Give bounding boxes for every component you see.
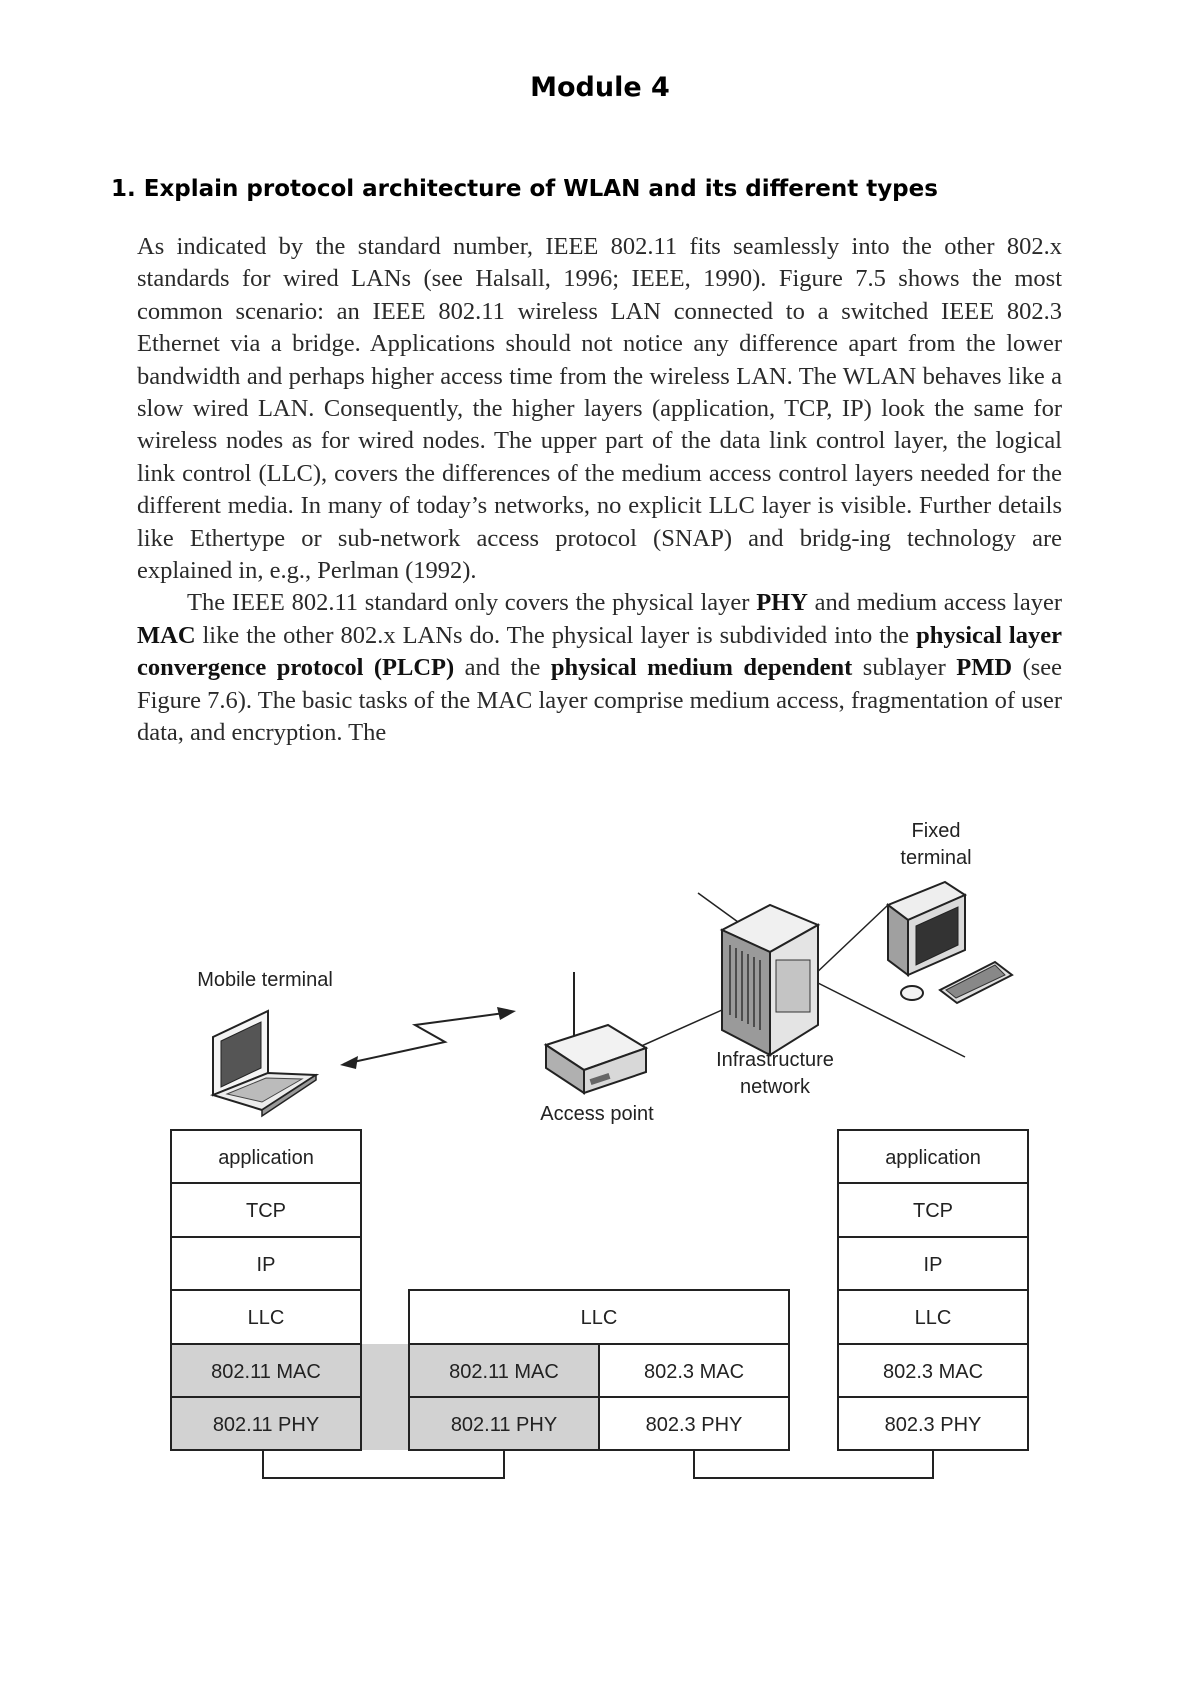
fixed-layer-phy: 802.3 PHY: [885, 1414, 982, 1436]
infrastructure-label-line1: Infrastructure: [716, 1049, 834, 1071]
mobile-terminal-label: Mobile terminal: [197, 969, 333, 991]
infrastructure-line-right: [817, 982, 966, 1058]
mobile-layer-phy: 802.11 PHY: [213, 1414, 319, 1436]
infrastructure-line-left: [697, 892, 739, 923]
fixed-layer-llc: LLC: [915, 1307, 952, 1329]
mobile-layer-tcp: TCP: [246, 1200, 286, 1222]
paragraph-1: As indicated by the standard number, IEE…: [137, 233, 1062, 585]
wireless-physical-link: [262, 1450, 505, 1479]
desktop-computer-icon: [885, 880, 1014, 1005]
mobile-layer-application: application: [218, 1147, 314, 1169]
ap-layer-mac-wired: 802.3 MAC: [644, 1361, 744, 1383]
infrastructure-to-fixed-line: [811, 904, 889, 978]
wireless-arrow-right: [497, 1007, 516, 1020]
module-title: Module 4: [530, 72, 670, 103]
figure-svg: Fixed terminal Mobile terminal Infrastru…: [170, 820, 1029, 1479]
body-text: As indicated by the standard number, IEE…: [137, 231, 1062, 750]
access-point-label: Access point: [540, 1103, 654, 1125]
wireless-arrow-left: [340, 1056, 358, 1069]
access-point-stack-boxes: [408, 1289, 790, 1451]
fixed-terminal-label-line2: terminal: [900, 847, 971, 869]
paragraph-2: The IEEE 802.11 standard only covers the…: [137, 589, 1063, 747]
fixed-terminal-label-line1: Fixed: [912, 820, 961, 842]
fixed-layer-mac: 802.3 MAC: [883, 1361, 983, 1383]
ap-layer-phy-wired: 802.3 PHY: [646, 1414, 743, 1436]
mobile-stack-boxes: [170, 1129, 362, 1451]
ap-layer-llc: LLC: [581, 1307, 618, 1329]
question-heading: 1. Explain protocol architecture of WLAN…: [111, 176, 938, 202]
infrastructure-label-line2: network: [740, 1076, 811, 1098]
fixed-layer-tcp: TCP: [913, 1200, 953, 1222]
ap-layer-phy-wireless: 802.11 PHY: [451, 1414, 557, 1436]
wired-physical-link: [693, 1450, 934, 1479]
server-rack-icon: [719, 903, 821, 1057]
mobile-layer-ip: IP: [257, 1254, 276, 1276]
fixed-layer-ip: IP: [924, 1254, 943, 1276]
mobile-layer-mac: 802.11 MAC: [211, 1361, 321, 1383]
wireless-link: [343, 1011, 513, 1065]
mobile-layer-llc: LLC: [248, 1307, 285, 1329]
ap-to-infrastructure-line: [627, 1009, 723, 1053]
ap-layer-mac-wireless: 802.11 MAC: [449, 1361, 559, 1383]
laptop-icon: [209, 1009, 320, 1118]
access-point-icon: [543, 1023, 649, 1095]
wlan-protocol-architecture-figure: Fixed terminal Mobile terminal Infrastru…: [0, 800, 1200, 1520]
fixed-stack-boxes: [837, 1129, 1029, 1451]
fixed-layer-application: application: [885, 1147, 981, 1169]
